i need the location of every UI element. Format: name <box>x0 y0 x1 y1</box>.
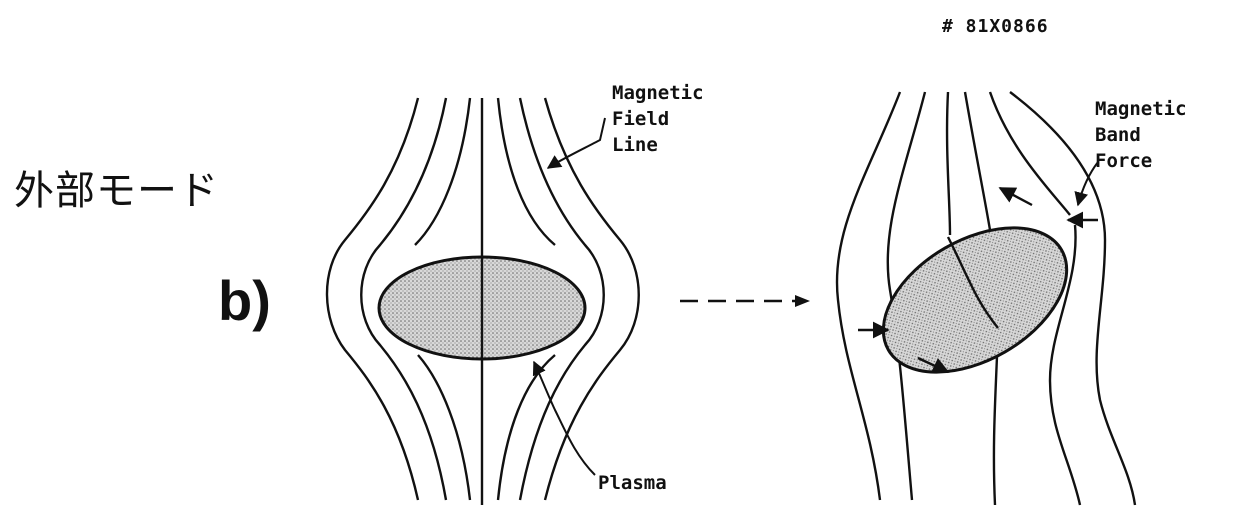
field-line-right-4 <box>498 355 555 500</box>
plasma-ellipse-right-group <box>858 198 1091 402</box>
field-line-right-3 <box>498 98 555 245</box>
force-arrow-up-left <box>1000 188 1032 205</box>
pointer-field-line <box>548 118 605 168</box>
transition-arrow <box>680 295 810 307</box>
plasma-ellipse-right <box>858 198 1091 402</box>
pointer-band-force <box>1078 162 1098 205</box>
perturbed-line-3 <box>947 92 950 235</box>
perturbed-line-6 <box>990 92 1070 215</box>
perturbed-line-4 <box>965 92 990 230</box>
